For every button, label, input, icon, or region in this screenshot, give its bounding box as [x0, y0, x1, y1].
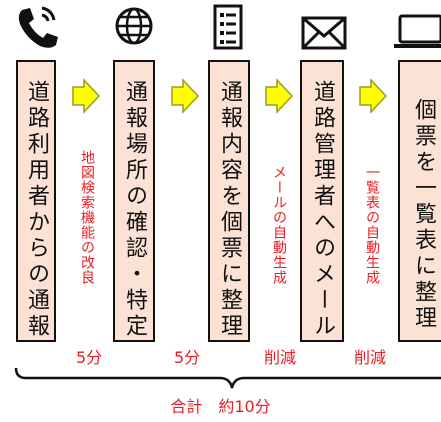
flow-arrow [265, 78, 294, 114]
reduction-label: 削減 [354, 348, 387, 367]
phone-icon [18, 6, 58, 48]
document-icon [213, 4, 243, 50]
envelope-icon [301, 16, 347, 50]
globe-icon [115, 7, 153, 45]
flow-arrow [72, 78, 101, 114]
total-bracket [14, 367, 441, 389]
laptop-icon [394, 14, 441, 48]
step-box-report: 道路利用者からの通報 [16, 60, 56, 342]
flow-arrow [359, 78, 388, 114]
step-label: 道路管理者へのメール [310, 80, 335, 340]
reduction-label: 削減 [264, 348, 297, 367]
step-box-mail: 道路管理者へのメール [300, 60, 344, 342]
reduction-label: 5分 [174, 348, 201, 367]
improvement-note: 一覧表の自動生成 [364, 165, 380, 285]
step-label: 通報内容を個票に整理 [217, 80, 242, 340]
step-label: 個票を一覧表に整理 [411, 98, 436, 332]
step-label: 通報場所の確認・特定 [122, 80, 147, 340]
improvement-note: メールの自動生成 [271, 165, 287, 285]
total-label: 合計 約10分 [170, 397, 271, 416]
flow-arrow [171, 78, 200, 114]
reduction-label: 5分 [76, 348, 103, 367]
step-box-location: 通報場所の確認・特定 [113, 60, 155, 342]
step-box-organize: 通報内容を個票に整理 [208, 60, 250, 342]
step-label: 道路利用者からの通報 [24, 80, 49, 340]
improvement-note: 地図検索機能の改良 [79, 150, 95, 285]
step-box-list: 個票を一覧表に整理 [398, 60, 441, 342]
